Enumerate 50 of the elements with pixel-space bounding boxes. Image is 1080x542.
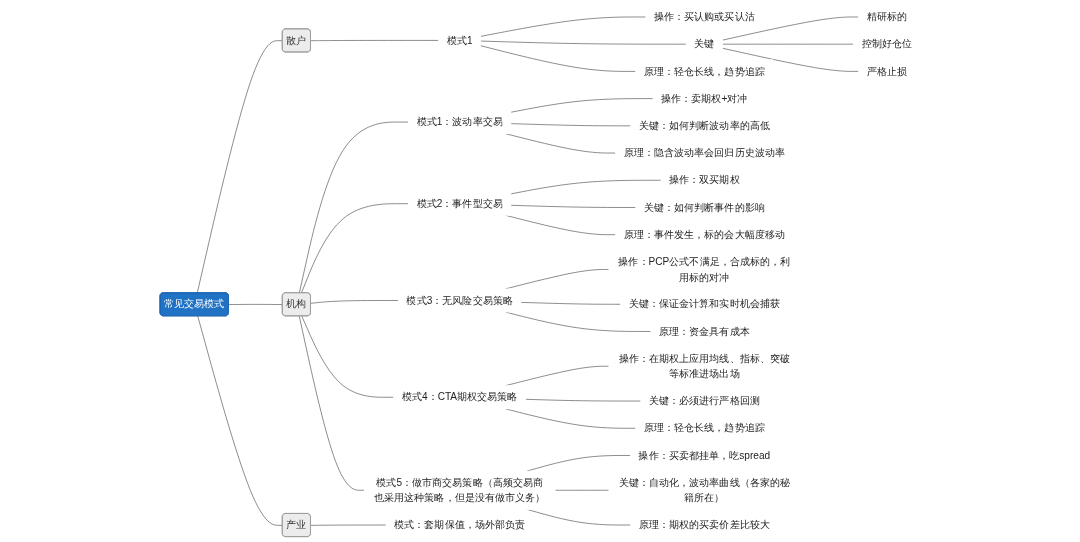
connector xyxy=(554,489,610,491)
connector xyxy=(480,16,647,37)
connector xyxy=(520,302,621,305)
connector xyxy=(197,315,283,526)
node-text: 模式1：波动率交易 xyxy=(416,115,503,128)
connector xyxy=(510,179,662,195)
node-text: 关键 xyxy=(694,37,715,50)
node-text: 原理：期权的买卖价差比较大 xyxy=(638,518,770,531)
connector xyxy=(480,40,687,45)
node-text: 模式2：事件型交易 xyxy=(416,197,503,209)
connector xyxy=(480,45,637,72)
node-text: 模式5：做市商交易策略（高频交易商也采用这种策略，但是没有做市义务） xyxy=(374,476,546,504)
connector xyxy=(310,300,399,304)
node-text: 关键：如何判断事件的影响 xyxy=(643,201,765,213)
node-text: 关键：必须进行严格回测 xyxy=(648,394,760,407)
connector xyxy=(301,203,409,294)
connector xyxy=(228,304,283,305)
node-text: 操作：卖期权+对冲 xyxy=(661,92,748,104)
node-text: 精研标的 xyxy=(866,10,907,23)
node-text: 原理：轻仓长线，趋势追踪 xyxy=(643,65,765,77)
node-text: 操作：PCP公式不满足，合成标的，利用标的对冲 xyxy=(618,255,791,283)
connector xyxy=(310,524,387,526)
node-text: 模式3：无风险交易策略 xyxy=(406,294,513,306)
node-text: 模式4：CTA期权交易策略 xyxy=(401,391,518,403)
node-text: 原理：事件发生，标的会大幅度移动 xyxy=(623,228,785,240)
node-text: 关键：自动化，波动率曲线（各家的秘籍所在） xyxy=(618,476,790,504)
node-text: 操作：双买期权 xyxy=(669,174,740,186)
connector xyxy=(510,204,637,208)
node-text: 原理：资金具有成本 xyxy=(658,325,750,337)
node-text: 模式：套期保值，场外部负责 xyxy=(394,518,526,531)
node-text: 操作：在期权上应用均线、指标、突破等标准进场出场 xyxy=(618,352,790,380)
connector xyxy=(301,315,395,398)
node-text: 关键：保证金计算和实时机会捕获 xyxy=(628,298,780,310)
node-text: 操作：买认购或买认沽 xyxy=(653,10,755,23)
connector xyxy=(525,398,642,402)
connector xyxy=(310,40,440,42)
node-text: 控制好仓位 xyxy=(861,37,912,50)
node-text: 关键：如何判断波动率的高低 xyxy=(638,119,770,132)
node-text: 原理：隐含波动率会回归历史波动率 xyxy=(623,146,785,159)
connector xyxy=(298,315,365,491)
node-text: 原理：轻仓长线，趋势追踪 xyxy=(643,422,765,434)
connector xyxy=(722,47,859,72)
node-text: 严格止损 xyxy=(866,65,907,77)
node-text: 模式1 xyxy=(446,34,473,46)
node-text: 操作：买卖都挂单，吃spread xyxy=(638,449,771,461)
connector xyxy=(196,40,283,294)
connector xyxy=(510,98,654,113)
connector xyxy=(722,16,859,41)
connector xyxy=(510,123,632,127)
connector xyxy=(299,121,409,294)
